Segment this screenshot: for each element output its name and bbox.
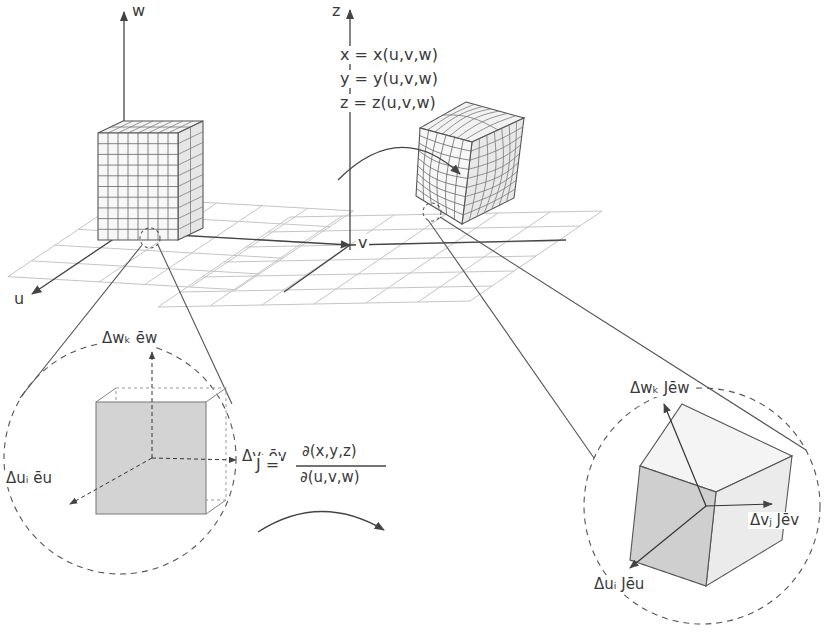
axis-label: u (12, 290, 26, 308)
mapping-arrows (258, 147, 460, 532)
unit-cube (70, 352, 236, 514)
fraction-bar (296, 465, 386, 466)
cube-edge (96, 388, 116, 402)
basis-arrow (630, 506, 706, 568)
axis-label: v (356, 234, 369, 252)
cube-grid-line (178, 153, 203, 165)
cube-grid-line (469, 145, 521, 170)
floor-grid-line (262, 215, 394, 305)
vector-label: Δwₖ ēw (100, 330, 159, 347)
cube-grid-line (98, 229, 178, 230)
cube-grid-line (418, 158, 467, 178)
cube-grid-line (178, 175, 203, 187)
cube-face (416, 128, 472, 224)
cube-grid-line (417, 173, 465, 196)
basis-arrow (664, 404, 706, 506)
cube-grid-line (443, 115, 498, 130)
leader-line (440, 217, 806, 450)
cube-grid-line (178, 217, 203, 229)
leader-line (20, 245, 142, 398)
cube-grid-line (468, 154, 520, 179)
zoom-circle-large (584, 388, 820, 624)
cube-face (98, 133, 178, 240)
floor-grid-line (418, 212, 550, 302)
leader-line (158, 245, 232, 404)
jacobian-denominator: ∂(u,v,w) (298, 469, 362, 486)
zoom-circle-large (4, 342, 236, 574)
y-axis (284, 245, 350, 292)
cube-grid-line (178, 196, 203, 208)
mapped-basis-arrows (630, 404, 772, 568)
cube-grid-line (418, 166, 467, 188)
jacobian-numerator: ∂(x,y,z) (300, 443, 359, 460)
zoom-circle-small (423, 203, 441, 221)
cube-grid-line (463, 189, 515, 215)
mapping-arrow (258, 511, 384, 532)
cube-face (178, 121, 203, 240)
cube-grid-line (466, 162, 518, 187)
axis-label: w (130, 2, 147, 20)
floor-grid-line (314, 214, 446, 304)
cube-grid-line (178, 132, 203, 144)
cube-grid-line (98, 207, 178, 208)
cube-grid-line (178, 142, 203, 154)
cube-edge (206, 388, 226, 402)
axis-label: z (330, 2, 342, 20)
zoom-circle-small (140, 228, 160, 248)
zoom-callouts (4, 203, 820, 624)
cube-grid-line (470, 136, 522, 160)
vector-label: Δwₖ Jēw (628, 380, 692, 397)
cube-grid-line (419, 151, 469, 170)
mapping-arrow (338, 147, 460, 180)
cube-grid-line (420, 136, 471, 152)
basis-arrow (706, 504, 772, 506)
cube-grid-line (471, 127, 523, 151)
mapping-equation: x = x(u,v,w) (338, 46, 440, 64)
vector-label: Δuᵢ Jēu (592, 576, 646, 593)
cube-grid-line (111, 127, 191, 128)
cube-grid-line (98, 143, 178, 144)
basis-arrow (152, 352, 153, 458)
cube-grid-line (98, 218, 178, 219)
vector-label: Δuᵢ ēu (4, 470, 54, 487)
cube-face (462, 118, 524, 224)
mapping-equation: y = y(u,v,w) (338, 70, 440, 88)
cube-grid-line (416, 188, 463, 214)
cube-grid-line (98, 154, 178, 155)
cube-grid-line (98, 175, 178, 176)
mapping-equation: z = z(u,v,w) (338, 94, 438, 112)
cube-grid-line (98, 197, 178, 198)
cube-grid-line (454, 140, 463, 220)
basis-arrow (70, 458, 152, 504)
cube-grid-line (98, 186, 178, 187)
grid-cubes (98, 102, 524, 240)
floor-grid-line (236, 211, 354, 290)
x-axis (350, 240, 566, 245)
floor-grid-line (470, 211, 602, 301)
axes (32, 10, 566, 294)
vector-label: Δvⱼ Jēv (748, 512, 801, 529)
leader-line (428, 220, 594, 458)
jacobian-label: J = (254, 456, 281, 474)
cube-edge (206, 500, 226, 514)
floor-grid (8, 198, 602, 307)
cube-grid-line (178, 185, 203, 197)
cube-grid-line (98, 165, 178, 166)
cube-face (630, 466, 716, 586)
cube-grid-line (178, 164, 203, 176)
cube-grid-line (178, 207, 203, 219)
basis-arrow (152, 458, 236, 460)
floor-grid-line (210, 216, 342, 306)
warped-cube (630, 404, 792, 586)
